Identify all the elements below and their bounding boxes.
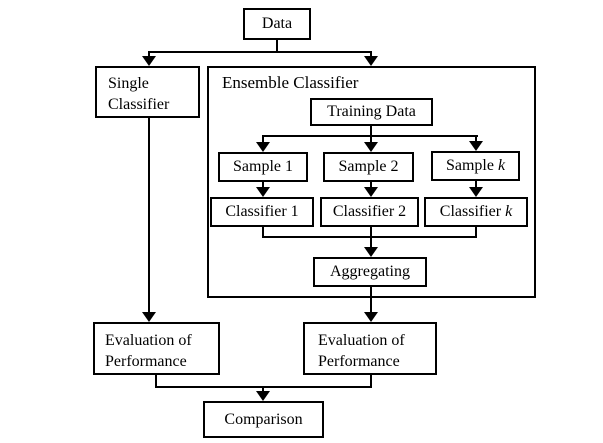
arrow-data-to-single-icon [142, 56, 156, 66]
node-sample-2: Sample 2 [323, 152, 414, 182]
arrow-sample1-to-classifier1-icon [256, 187, 270, 197]
connector-data-stub [276, 40, 278, 52]
connector-eval-left-stub [155, 375, 157, 387]
arrow-to-sample1-icon [256, 142, 270, 152]
connector-classifierk-stub [475, 227, 477, 238]
node-classifier-1-label: Classifier 1 [225, 203, 299, 220]
connector-to-ensemble-stub [370, 51, 372, 58]
connector-single-to-eval [148, 117, 150, 314]
node-sample-2-label: Sample 2 [338, 158, 399, 175]
node-training-data-label: Training Data [327, 103, 416, 120]
node-classifier-2-label: Classifier 2 [332, 203, 407, 220]
arrow-to-sample2-icon [364, 142, 378, 152]
node-evaluation-ensemble-line1: Evaluation of [318, 332, 405, 349]
connector-training-stub [370, 126, 372, 136]
connector-to-comparison-stub [262, 386, 264, 392]
connector-to-single-stub [148, 51, 150, 58]
node-single-classifier-line2: Classifier [108, 96, 170, 113]
connector-classifier1-stub [262, 227, 264, 238]
node-evaluation-single: Evaluation of Performance [93, 322, 220, 375]
arrow-aggregating-to-eval-icon [364, 312, 378, 322]
arrow-to-samplek-icon [469, 141, 483, 151]
connector-to-sample2-stub [370, 135, 372, 143]
connector-aggregating-to-eval [370, 287, 372, 313]
arrow-to-comparison-icon [256, 391, 270, 401]
node-classifier-1: Classifier 1 [210, 197, 314, 227]
node-training-data: Training Data [310, 98, 433, 126]
connector-top-branch [148, 51, 372, 53]
connector-sample2-to-classifier2 [370, 182, 372, 188]
connector-to-samplek-stub [475, 135, 477, 143]
arrow-samplek-to-classifierk-icon [469, 187, 483, 197]
node-aggregating: Aggregating [313, 257, 427, 287]
node-sample-1-label: Sample 1 [233, 158, 293, 175]
connector-to-sample1-stub [262, 135, 264, 143]
node-comparison: Comparison [203, 401, 324, 438]
node-evaluation-ensemble-line2: Performance [318, 353, 400, 370]
node-data-label: Data [261, 15, 293, 32]
node-aggregating-label: Aggregating [330, 263, 410, 280]
node-single-classifier-line1: Single [108, 75, 149, 92]
node-data: Data [243, 8, 311, 40]
node-sample-k: Sample k [431, 151, 520, 181]
arrow-sample2-to-classifier2-icon [364, 187, 378, 197]
arrow-single-to-eval-icon [142, 312, 156, 322]
group-ensemble-classifier-label: Ensemble Classifier [222, 73, 359, 92]
node-classifier-2: Classifier 2 [320, 197, 419, 227]
node-classifier-k: Classifier k [424, 197, 528, 227]
node-comparison-label: Comparison [224, 410, 303, 428]
connector-aggregate-branch [262, 236, 477, 238]
node-sample-1: Sample 1 [218, 152, 308, 182]
arrow-to-aggregating-icon [364, 247, 378, 257]
node-evaluation-ensemble: Evaluation of Performance [303, 322, 437, 375]
node-single-classifier: Single Classifier [95, 66, 200, 118]
node-classifier-k-label: Classifier k [439, 203, 513, 220]
node-evaluation-single-line2: Performance [105, 353, 187, 370]
arrow-data-to-ensemble-icon [364, 56, 378, 66]
connector-classifier2-to-aggregating [370, 227, 372, 248]
node-sample-k-label: Sample k [445, 157, 506, 174]
connector-eval-right-stub [370, 375, 372, 387]
node-evaluation-single-line1: Evaluation of [105, 332, 192, 349]
connector-samplek-to-classifierk [475, 181, 477, 188]
connector-sample1-to-classifier1 [262, 182, 264, 188]
